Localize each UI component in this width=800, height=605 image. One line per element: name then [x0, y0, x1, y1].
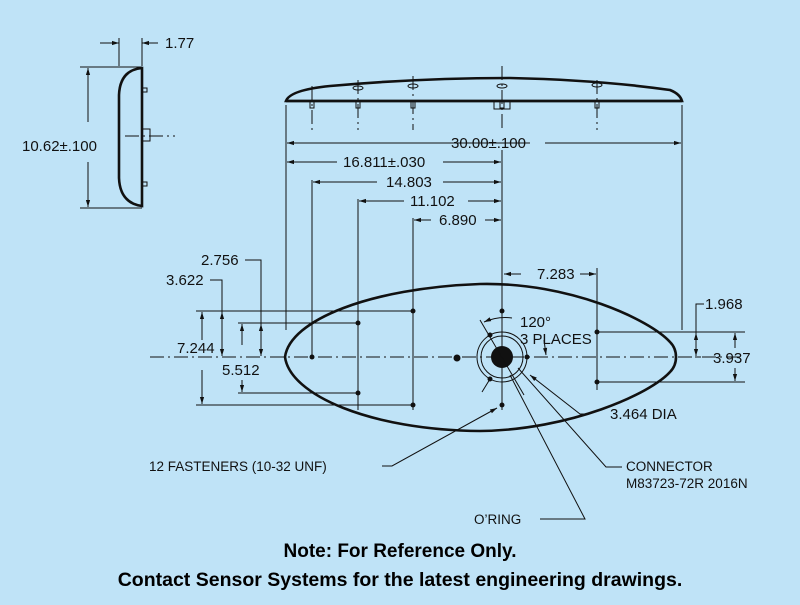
top-view: 30.00±.100 16.811±.030 14.803 11.102 6.8… [284, 66, 684, 410]
note-contact: Contact Sensor Systems for the latest en… [117, 569, 683, 591]
side-stud [141, 181, 148, 187]
dim-6890: 6.890 [439, 212, 477, 229]
connector [476, 317, 548, 396]
side-view: 1.77 10.62±.100 [22, 35, 194, 209]
plan-outline [283, 282, 678, 433]
note-reference-only: Note: For Reference Only. [283, 541, 517, 562]
side-profile [117, 66, 144, 208]
angle-label: 120° [520, 314, 551, 331]
dim-side-width: 1.77 [165, 35, 194, 52]
plan-view: 120° 3 PLACES 7.244 3.622 2.756 5.512 7.… [150, 252, 751, 433]
dim-3622: 3.622 [166, 272, 204, 289]
dim-connector-dia: 3.464 DIA [610, 406, 677, 423]
fasteners-callout: 12 FASTENERS (10-32 UNF) [149, 459, 327, 474]
connector-callout: CONNECTOR [626, 459, 713, 474]
dim-1968: 1.968 [705, 296, 743, 313]
dim-2756: 2.756 [201, 252, 239, 269]
oring-callout: O’RING [474, 512, 521, 527]
dim-3937: 3.937 [713, 350, 751, 367]
angle-sub-label: 3 PLACES [520, 331, 592, 348]
callouts: 12 FASTENERS (10-32 UNF) CONNECTOR M8372… [149, 367, 748, 527]
dim-14803: 14.803 [386, 174, 432, 191]
dim-5512: 5.512 [222, 362, 260, 379]
dim-16811: 16.811±.030 [343, 154, 425, 171]
top-profile [284, 76, 684, 103]
top-studs [309, 82, 603, 110]
dim-7283: 7.283 [537, 266, 575, 283]
connector-part-number: M83723-72R 2016N [626, 476, 748, 491]
dim-11102: 11.102 [410, 193, 455, 210]
dim-side-height: 10.62±.100 [22, 138, 97, 155]
side-connector [141, 128, 151, 142]
dim-7244: 7.244 [177, 340, 215, 357]
side-stud [141, 87, 148, 93]
dim-overall-length: 30.00±.100 [451, 135, 526, 152]
fastener-points [309, 308, 600, 408]
